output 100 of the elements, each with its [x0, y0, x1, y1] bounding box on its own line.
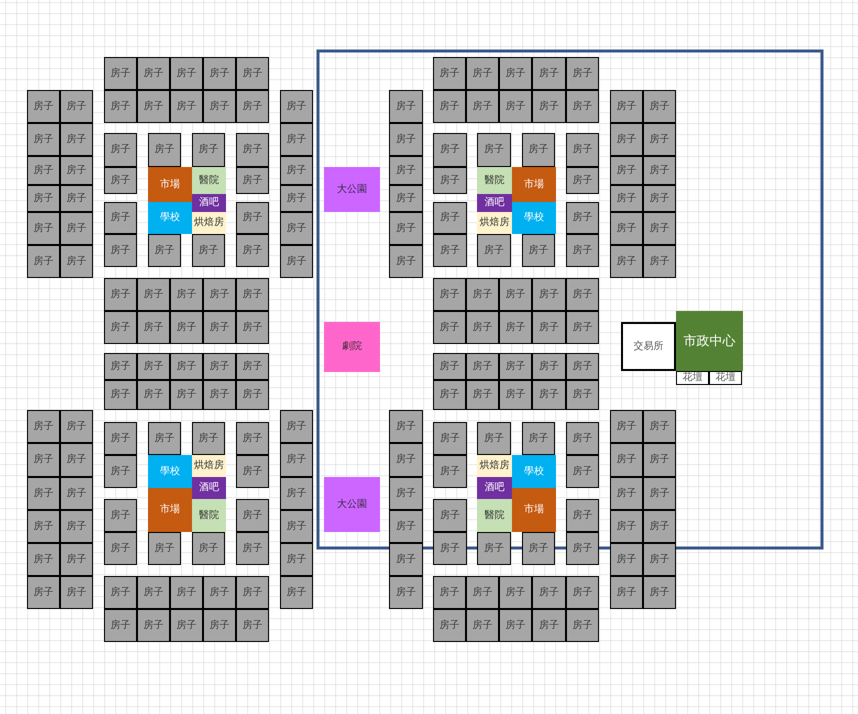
house-tile — [433, 609, 466, 642]
hospital-tile — [477, 499, 512, 532]
house-label: 房子 — [286, 455, 306, 465]
house-tile — [60, 185, 93, 212]
house-label: 房子 — [198, 246, 218, 256]
house-label: 房子 — [616, 166, 636, 176]
house-tile — [60, 410, 93, 443]
house-label: 房子 — [242, 466, 262, 476]
house-tile — [389, 576, 423, 609]
house-label: 房子 — [34, 256, 54, 266]
house-label: 房子 — [539, 390, 559, 400]
house-tile — [566, 234, 599, 267]
house-tile — [137, 278, 170, 311]
house-tile — [532, 576, 566, 609]
house-tile — [280, 156, 313, 185]
house-tile — [566, 90, 599, 123]
house-tile — [466, 353, 499, 380]
house-tile — [104, 380, 137, 410]
house-tile — [280, 543, 313, 576]
house-tile — [104, 133, 137, 167]
house-label: 房子 — [539, 290, 559, 300]
house-tile — [433, 167, 467, 194]
house-tile — [170, 57, 203, 90]
house-label: 房子 — [650, 422, 670, 432]
house-label: 房子 — [286, 194, 306, 204]
house-tile — [104, 353, 137, 380]
house-label: 房子 — [242, 68, 262, 78]
house-label: 房子 — [484, 145, 504, 155]
house-tile — [236, 167, 269, 194]
house-label: 房子 — [440, 390, 460, 400]
house-tile — [433, 499, 467, 532]
house-tile — [27, 156, 60, 185]
house-tile — [389, 510, 423, 543]
house-tile — [203, 609, 236, 642]
house-tile — [433, 133, 467, 167]
house-tile — [104, 278, 137, 311]
house-tile — [433, 353, 466, 380]
house-label: 房子 — [66, 488, 86, 498]
house-tile — [280, 185, 313, 212]
house-label: 房子 — [539, 322, 559, 332]
house-tile — [137, 90, 170, 123]
bar-tile — [192, 477, 226, 499]
house-label: 房子 — [154, 434, 174, 444]
house-label: 房子 — [484, 434, 504, 444]
house-tile — [566, 311, 599, 344]
house-tile — [236, 278, 269, 311]
house-label: 房子 — [66, 166, 86, 176]
house-tile — [610, 245, 643, 278]
house-label: 房子 — [110, 620, 130, 630]
house-label: 房子 — [539, 102, 559, 112]
house-label: 房子 — [110, 246, 130, 256]
house-label: 房子 — [34, 554, 54, 564]
house-tile — [27, 510, 60, 543]
house-tile — [137, 353, 170, 380]
bar-tile — [477, 194, 512, 212]
house-label: 房子 — [242, 290, 262, 300]
house-label: 房子 — [572, 544, 592, 554]
house-label: 房子 — [572, 176, 592, 186]
house-tile — [466, 311, 499, 344]
house-tile — [104, 422, 137, 455]
house-tile — [566, 278, 599, 311]
house-tile — [104, 609, 137, 642]
hospital-label: 醫院 — [484, 510, 504, 520]
bar-label: 酒吧 — [199, 198, 219, 208]
house-tile — [433, 278, 466, 311]
house-label: 房子 — [440, 620, 460, 630]
house-label: 房子 — [506, 68, 526, 78]
house-label: 房子 — [286, 224, 306, 234]
house-tile — [566, 167, 599, 194]
house-label: 房子 — [528, 434, 548, 444]
house-tile — [280, 410, 313, 443]
house-tile — [104, 234, 137, 267]
house-label: 房子 — [572, 390, 592, 400]
house-tile — [433, 202, 467, 234]
house-label: 房子 — [396, 102, 416, 112]
house-tile — [236, 499, 269, 532]
house-tile — [389, 477, 423, 510]
house-tile — [566, 499, 599, 532]
house-label: 房子 — [66, 194, 86, 204]
house-tile — [610, 123, 643, 156]
house-label: 房子 — [242, 145, 262, 155]
house-tile — [137, 311, 170, 344]
house-label: 房子 — [144, 362, 164, 372]
house-tile — [60, 156, 93, 185]
house-tile — [389, 212, 423, 245]
house-label: 房子 — [144, 102, 164, 112]
house-tile — [192, 532, 225, 565]
house-label: 房子 — [472, 322, 492, 332]
house-tile — [280, 123, 313, 156]
house-tile — [137, 576, 170, 609]
house-label: 房子 — [66, 134, 86, 144]
house-tile — [104, 167, 137, 194]
house-label: 房子 — [154, 246, 174, 256]
house-label: 房子 — [144, 68, 164, 78]
house-label: 房子 — [210, 588, 230, 598]
house-tile — [532, 278, 566, 311]
house-label: 房子 — [396, 224, 416, 234]
house-label: 房子 — [572, 145, 592, 155]
park-tile — [324, 167, 380, 212]
house-label: 房子 — [34, 166, 54, 176]
